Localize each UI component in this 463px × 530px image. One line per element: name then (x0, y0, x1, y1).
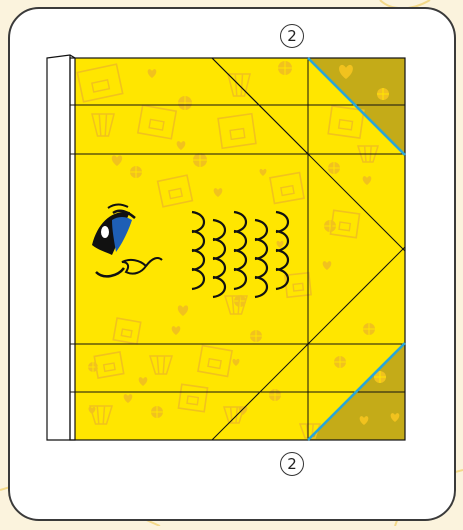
basketball-icon (324, 220, 336, 232)
paper (47, 55, 405, 440)
basketball-icon (334, 356, 346, 368)
basketball-icon (151, 406, 163, 418)
step-marker-bottom: 2 (280, 452, 304, 476)
basketball-icon (278, 61, 292, 75)
basketball-icon (250, 330, 262, 342)
basketball-icon (130, 166, 142, 178)
basketball-icon (193, 153, 207, 167)
basketball-icon (363, 323, 375, 335)
basketball-icon (178, 96, 192, 110)
step-marker-top: 2 (280, 24, 304, 48)
basketball-icon (269, 389, 281, 401)
basketball-icon (328, 162, 340, 174)
basketball-icon (377, 88, 389, 100)
paper-left-strip (47, 55, 75, 440)
